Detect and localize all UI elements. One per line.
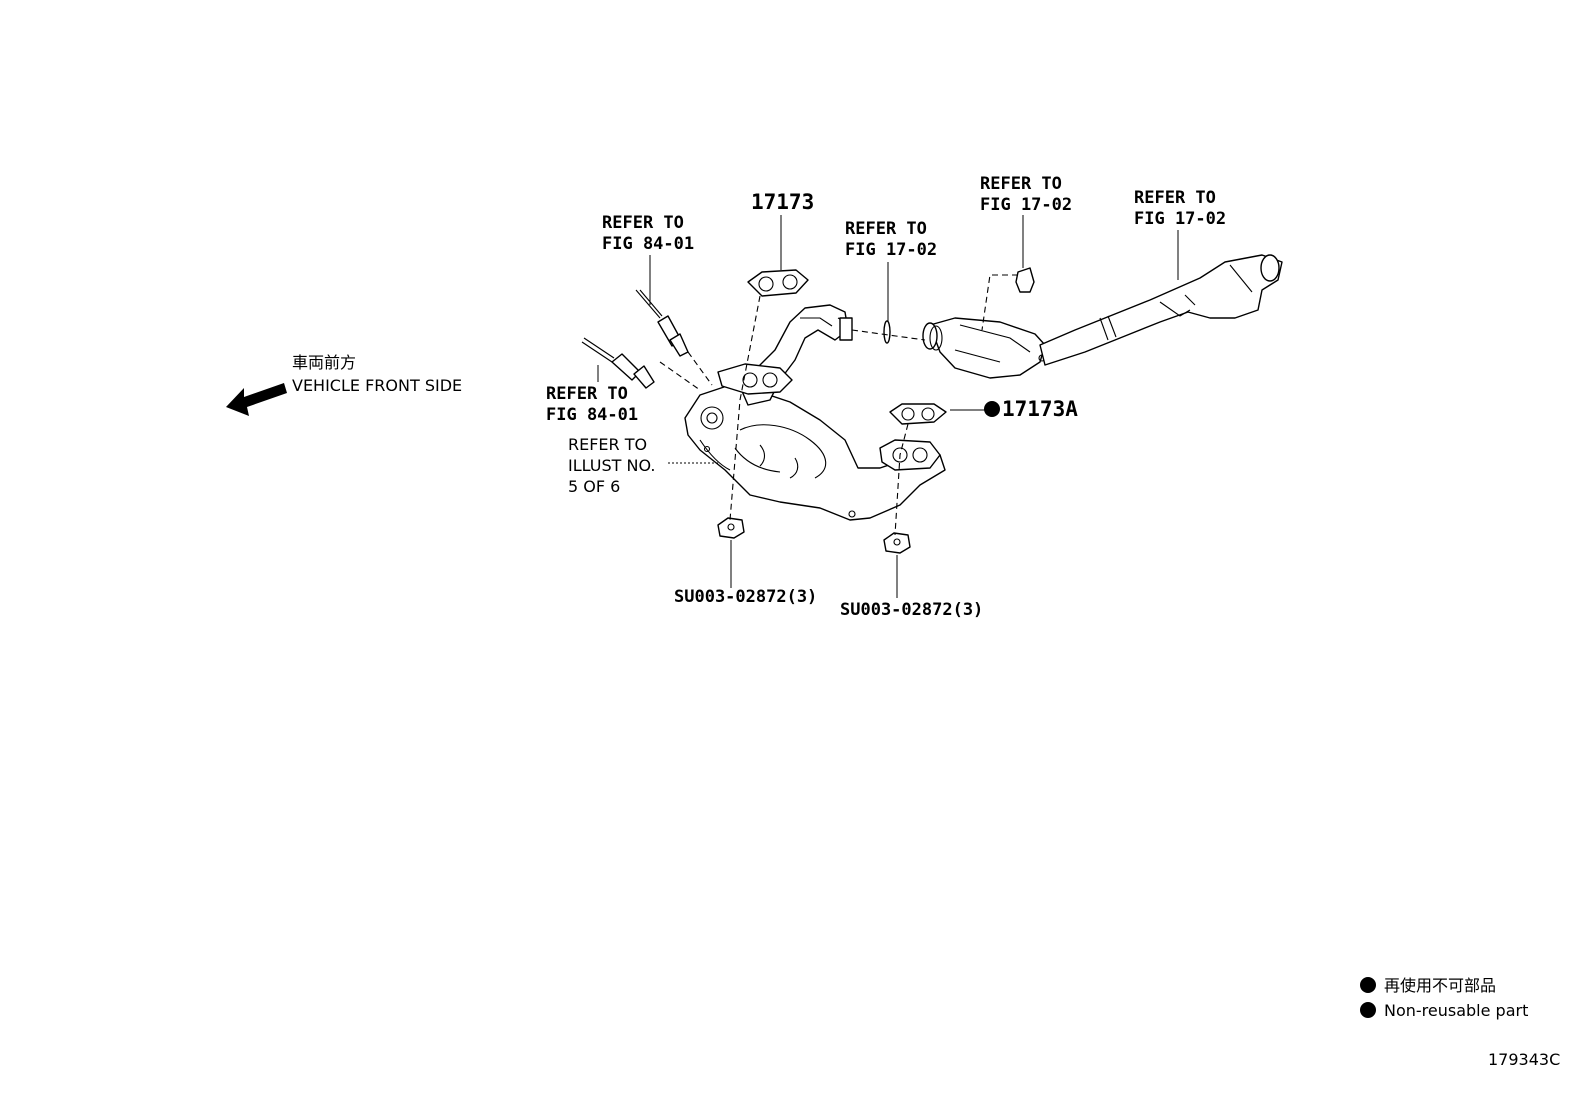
figure-id: 179343C [1488, 1050, 1560, 1069]
vehicle-front-label-en: VEHICLE FRONT SIDE [292, 376, 462, 395]
gasket-17173a-icon [889, 403, 947, 425]
ring-gasket-icon [883, 320, 891, 344]
refer-fig-17-02-clamp: REFER TO FIG 17-02 [980, 174, 1072, 215]
nut-left-part-number: SU003-02872(3) [674, 587, 817, 607]
exhaust-manifold [684, 304, 946, 521]
part-number-17173a: 17173A [1002, 397, 1078, 421]
clamp-nut-icon [1015, 267, 1035, 293]
non-reusable-marker-icon [984, 401, 1000, 417]
legend-text-jp: 再使用不可部品 [1384, 976, 1496, 995]
nut-right-part-number: SU003-02872(3) [840, 600, 983, 620]
exhaust-pipe [1039, 254, 1283, 366]
oxygen-sensor-upper-icon [635, 289, 689, 357]
legend-bullet-en-icon [1360, 1002, 1376, 1018]
vehicle-front-arrow-icon [226, 383, 287, 416]
nut-left-icon [717, 517, 745, 539]
refer-fig-84-01-lower: REFER TO FIG 84-01 [546, 384, 638, 425]
oxygen-sensor-lower-icon [581, 337, 655, 389]
gasket-17173-icon [747, 269, 809, 297]
part-number-17173: 17173 [751, 190, 814, 214]
refer-fig-17-02-pipe: REFER TO FIG 17-02 [1134, 188, 1226, 229]
legend-text-en: Non-reusable part [1384, 1001, 1528, 1020]
assembly-lines [659, 274, 1018, 536]
legend-bullet-jp-icon [1360, 977, 1376, 993]
nut-right-icon [883, 532, 911, 554]
refer-fig-84-01-upper: REFER TO FIG 84-01 [602, 213, 694, 254]
leader-lines [597, 215, 1179, 598]
catalytic-converter [922, 317, 1046, 379]
legend: 再使用不可部品 Non-reusable part [1360, 976, 1528, 1020]
refer-illust-no: REFER TO ILLUST NO. 5 OF 6 [568, 435, 661, 496]
refer-fig-17-02-mid: REFER TO FIG 17-02 [845, 219, 937, 260]
vehicle-front-label-jp: 車両前方 [292, 353, 356, 372]
